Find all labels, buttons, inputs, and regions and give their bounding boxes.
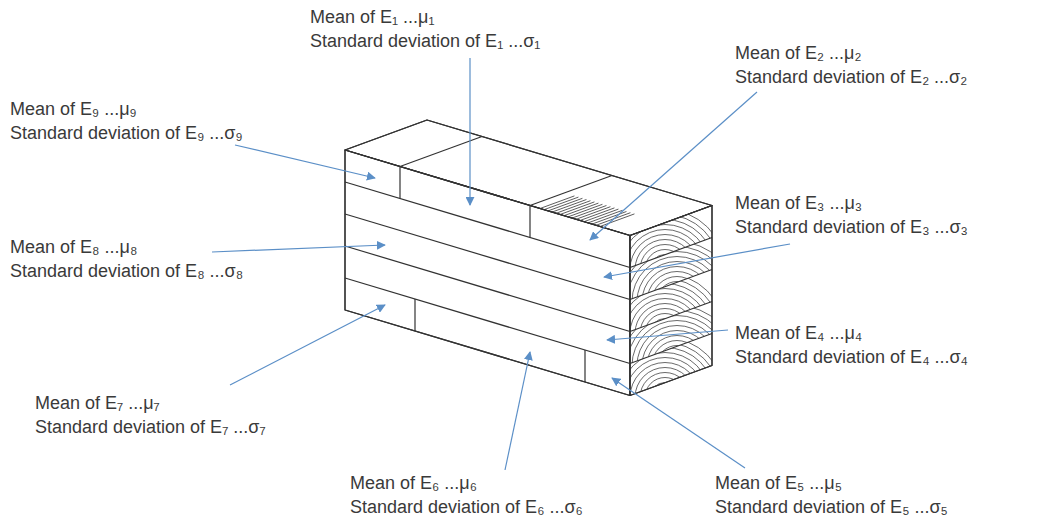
leader-lines: [212, 58, 790, 470]
ring-stroke: [630, 235, 700, 305]
grain-stroke: [576, 207, 610, 220]
callout-label: Mean of E₄ ...μ₄: [735, 322, 862, 344]
grain-stroke: [580, 208, 614, 221]
callout-label: Mean of E₅ ...μ₅: [715, 472, 842, 494]
front-face: [345, 150, 630, 396]
callout-label: Mean of E₂ ...μ₂: [735, 42, 861, 64]
ring-stroke: [610, 215, 720, 325]
ring-stroke: [642, 267, 712, 337]
leader-line: [230, 305, 385, 385]
ring-stroke: [652, 341, 702, 391]
grain-stroke: [556, 201, 590, 214]
leader-line: [235, 145, 375, 178]
ring-stroke: [635, 368, 695, 428]
callout-label: Mean of E₈ ...μ₈: [10, 236, 137, 258]
callout-label: Mean of E₆ ...μ₆: [350, 472, 477, 494]
leader-line: [590, 92, 757, 240]
ring-stroke: [655, 260, 675, 280]
ring-stroke: [642, 331, 712, 401]
end-grain-rings: [617, 242, 737, 362]
ring-stroke: [645, 250, 685, 290]
ring-stroke: [637, 326, 717, 406]
ring-stroke: [617, 306, 737, 426]
leader-line: [604, 244, 790, 277]
ring-stroke: [610, 343, 720, 453]
callout-label: Standard deviation of E₆ ...σ₆: [350, 496, 583, 518]
callout-label: Mean of E₃ ...μ₃: [735, 192, 862, 214]
ring-stroke: [605, 274, 725, 394]
end-grain-rings: [605, 338, 725, 458]
grain-stroke: [560, 202, 594, 215]
callout-label: Mean of E₇ ...μ₇: [35, 392, 160, 414]
grain-stroke: [552, 200, 586, 213]
callout-label: Standard deviation of E₄ ...σ₄: [735, 346, 968, 368]
leader-line: [469, 58, 470, 205]
grain-stroke: [564, 203, 598, 216]
ring-stroke: [667, 356, 687, 376]
ring-stroke: [622, 247, 732, 357]
end-grain-rings: [605, 210, 725, 330]
end-grain-rings: [605, 274, 725, 394]
callout-label: Standard deviation of E₉ ...σ₉: [10, 122, 243, 144]
leader-line: [607, 330, 728, 340]
grain-stroke: [572, 206, 606, 219]
ring-stroke: [667, 292, 687, 312]
grain-stroke: [540, 196, 574, 209]
callout-label: Standard deviation of E₈ ...σ₈: [10, 260, 243, 282]
grain-stroke: [548, 198, 582, 211]
callout-label: Standard deviation of E₂ ...σ₂: [735, 66, 967, 88]
ring-stroke: [655, 388, 675, 408]
callout-label: Standard deviation of E₁ ...σ₁: [310, 30, 540, 52]
finger-joints: [400, 137, 612, 383]
ring-stroke: [640, 373, 690, 423]
ring-stroke: [617, 242, 737, 362]
grain-stroke: [568, 204, 602, 217]
ring-stroke: [660, 393, 670, 403]
ring-stroke: [610, 279, 720, 389]
leader-line: [612, 378, 745, 468]
callout-label: Standard deviation of E₇ ...σ₇: [35, 416, 266, 438]
ring-stroke: [655, 324, 675, 344]
ring-stroke: [625, 358, 705, 438]
ring-stroke: [620, 353, 710, 443]
callout-label: Standard deviation of E₃ ...σ₃: [735, 216, 968, 238]
end-grain-rings: [617, 306, 737, 426]
ring-stroke: [622, 311, 732, 421]
callout-label: Standard deviation of E₅ ...σ₅: [715, 496, 948, 518]
leader-line: [505, 352, 530, 470]
leader-line: [212, 245, 385, 252]
ring-stroke: [605, 210, 725, 330]
ring-stroke: [645, 378, 685, 418]
ring-stroke: [605, 338, 725, 458]
callout-label: Mean of E₉ ...μ₉: [10, 98, 137, 120]
callout-label: Mean of E₁ ...μ₁: [310, 6, 435, 28]
ring-stroke: [637, 262, 717, 342]
